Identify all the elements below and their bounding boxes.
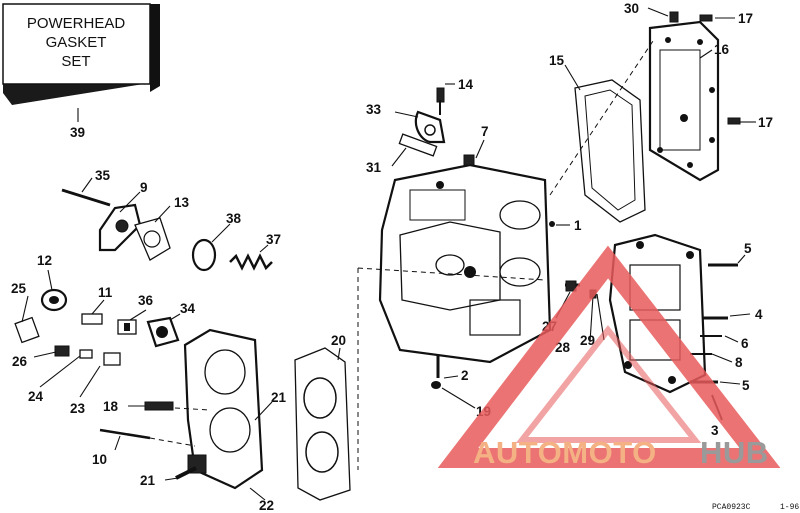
callout-6: 6: [741, 336, 749, 351]
callout-31: 31: [366, 160, 382, 175]
callout-18: 18: [103, 399, 119, 414]
powerhead-gasket-set-box: POWERHEAD GASKET SET 39: [2, 3, 160, 140]
callout-2: 2: [461, 368, 469, 383]
fitting-24: [79, 349, 93, 359]
callout-5b: 5: [742, 378, 750, 393]
callout-11: 11: [98, 285, 113, 300]
gasket-set-label-line3: SET: [61, 53, 90, 70]
callout-22: 22: [259, 498, 274, 513]
callout-16: 16: [714, 42, 730, 57]
watermark-text-automoto: AUTOMOTO: [473, 435, 657, 470]
gasket-13: [134, 217, 171, 261]
automotohub-watermark: AUTOMOTO HUB: [437, 245, 781, 470]
callout-24: 24: [28, 389, 44, 404]
callout-23: 23: [70, 401, 86, 416]
screw-30: [669, 11, 679, 23]
callout-30: 30: [624, 1, 639, 16]
callout-21b: 21: [140, 473, 156, 488]
fitting-11: [81, 313, 103, 325]
callout-13: 13: [174, 195, 190, 210]
head-gasket-20: [294, 347, 351, 501]
screw-17b: [727, 117, 741, 125]
diagram-code: PCA0923C: [712, 503, 751, 512]
callout-39: 39: [70, 125, 85, 140]
spring-37: [229, 253, 273, 271]
callout-37: 37: [266, 232, 281, 247]
fitting-26: [54, 345, 70, 357]
callout-33: 33: [366, 102, 382, 117]
callout-10: 10: [92, 452, 107, 467]
callout-5a: 5: [744, 241, 752, 256]
fitting-36: [117, 319, 137, 335]
cylinder-head-gasket-15: [574, 79, 646, 223]
gasket-set-label-line1: POWERHEAD: [27, 15, 126, 32]
callout-14: 14: [458, 77, 474, 92]
callout-34: 34: [180, 301, 196, 316]
sleeve-34: [146, 316, 180, 348]
callout-3: 3: [711, 423, 719, 438]
temperature-sensor-18: [144, 401, 174, 411]
o-ring-38: [191, 238, 217, 272]
callout-38: 38: [226, 211, 242, 226]
callout-15: 15: [549, 53, 565, 68]
dowel-pin-1: [549, 221, 555, 227]
callout-7: 7: [481, 124, 489, 139]
callout-8: 8: [735, 355, 743, 370]
diagram-date: 1-96: [780, 503, 799, 512]
grommet-12: [40, 288, 68, 312]
fitting-27: [565, 280, 577, 292]
callout-29: 29: [580, 333, 595, 348]
callout-20: 20: [331, 333, 346, 348]
cylinder-block: [378, 163, 552, 364]
bolt-10: [99, 428, 151, 440]
bolt-14: [436, 87, 445, 115]
callout-12: 12: [37, 253, 52, 268]
gasket-set-label-line2: GASKET: [46, 34, 107, 51]
lift-bracket-33: [414, 110, 446, 144]
pin-31: [398, 133, 438, 157]
seal-25: [14, 316, 40, 344]
callout-9: 9: [140, 180, 148, 195]
callout-17b: 17: [758, 115, 773, 130]
callout-21a: 21: [271, 390, 287, 405]
screw-17a: [699, 14, 713, 22]
callout-1: 1: [574, 218, 582, 233]
screw-35: [61, 188, 111, 207]
sleeve-23: [103, 352, 121, 366]
callout-25: 25: [11, 281, 27, 296]
callout-28: 28: [555, 340, 571, 355]
watermark-text-hub: HUB: [700, 435, 769, 470]
callout-36: 36: [138, 293, 154, 308]
cylinder-head-22: [175, 328, 264, 490]
callout-26: 26: [12, 354, 28, 369]
fitting-7: [463, 154, 475, 166]
nut-19: [431, 381, 441, 389]
callout-17a: 17: [738, 11, 753, 26]
callout-35: 35: [95, 168, 111, 183]
leader-lines: [21, 7, 756, 501]
cylinder-head-cover-16: [648, 20, 720, 182]
callout-4: 4: [755, 307, 763, 322]
